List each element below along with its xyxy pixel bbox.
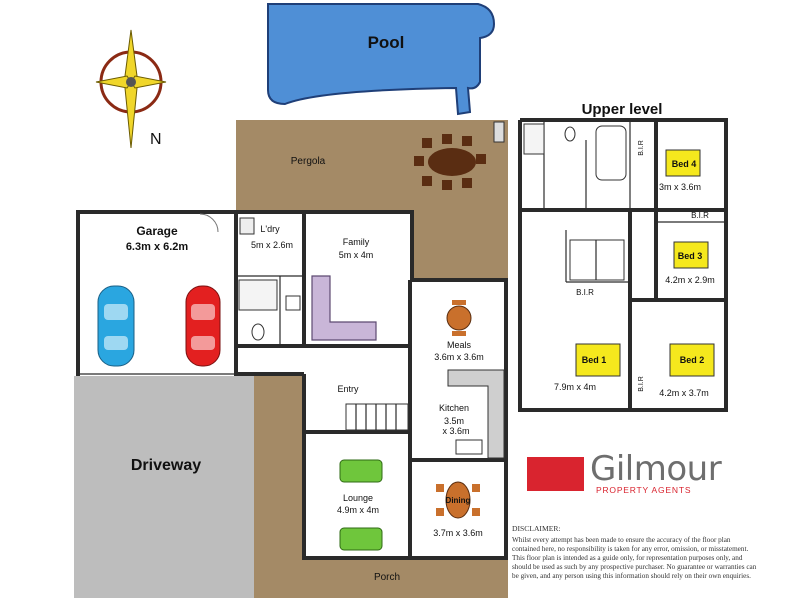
- ground-walls: [76, 210, 508, 560]
- entry-name: Entry: [337, 384, 359, 394]
- bir-label-middle: B.I.R: [576, 288, 594, 297]
- porch-label: Porch: [374, 572, 400, 583]
- laundry-name: L'dry: [260, 224, 280, 234]
- upper-stairs: [569, 239, 625, 281]
- kitchen-size-line2: x 3.6m: [442, 426, 469, 436]
- garage-door-swing: [199, 213, 219, 233]
- family-name: Family: [343, 237, 370, 247]
- disclaimer-text: Whilst every attempt has been made to en…: [512, 536, 757, 580]
- pool-label: Pool: [368, 33, 405, 52]
- bed4-name: Bed 4: [672, 159, 697, 169]
- lounge-name: Lounge: [343, 493, 373, 503]
- compass-north-label: N: [150, 131, 162, 148]
- hall-room: [236, 346, 306, 374]
- upper-shower: [523, 123, 545, 155]
- disclaimer: DISCLAIMER: Whilst every attempt has bee…: [512, 524, 757, 581]
- laundry-tub: [239, 217, 255, 235]
- stairs: [345, 403, 409, 431]
- compass-rose-icon: [95, 29, 167, 149]
- dining-size: 3.7m x 3.6m: [433, 528, 483, 538]
- upper-bath: [595, 125, 627, 181]
- bed1-size: 7.9m x 4m: [554, 382, 596, 392]
- upper-toilet: [564, 126, 576, 142]
- toilet: [251, 323, 265, 341]
- pergola-label: Pergola: [291, 156, 326, 167]
- kitchen-name: Kitchen: [439, 403, 469, 413]
- bed4-size: 3m x 3.6m: [659, 182, 701, 192]
- driveway-label: Driveway: [131, 457, 201, 474]
- bed3-highlight: [673, 241, 709, 269]
- shower: [238, 279, 278, 311]
- car-blue-icon: [97, 285, 135, 367]
- lounge-sofas-icon: [339, 459, 383, 551]
- kitchen-bench: [447, 369, 505, 459]
- outdoor-table-icon: [414, 134, 486, 190]
- bed2-name: Bed 2: [680, 355, 705, 365]
- sofa-icon: [311, 275, 377, 341]
- bed1-name: Bed 1: [582, 355, 607, 365]
- upper-level-title: Upper level: [582, 101, 663, 118]
- bed3-size: 4.2m x 2.9m: [665, 275, 715, 285]
- disclaimer-title: DISCLAIMER:: [512, 524, 561, 533]
- bir-label-right: B.I.R: [691, 211, 709, 220]
- bbq-icon: [493, 121, 505, 143]
- brand-red-block: [527, 457, 584, 491]
- upper-floor: [518, 118, 728, 412]
- basin: [285, 295, 301, 311]
- brand-tagline: PROPERTY AGENTS: [596, 485, 692, 495]
- bed3-name: Bed 3: [678, 251, 703, 261]
- dining-table-icon: [436, 481, 480, 519]
- brand-logo: Gilmour PROPERTY AGENTS: [527, 449, 727, 495]
- porch-strip: [300, 558, 508, 598]
- bir-label-bottom: B.I.R: [638, 376, 645, 392]
- garage-name: Garage: [136, 224, 178, 238]
- dining-name: Dining: [446, 496, 471, 505]
- driveway-area: [74, 376, 254, 598]
- lounge-size: 4.9m x 4m: [337, 505, 379, 515]
- kitchen-size-line1: 3.5m: [444, 416, 464, 426]
- bed4-highlight: [665, 149, 701, 177]
- laundry-size: 5m x 2.6m: [251, 240, 293, 250]
- brand-name: Gilmour: [590, 449, 722, 489]
- bed2-size: 4.2m x 3.7m: [659, 388, 709, 398]
- car-red-icon: [185, 285, 221, 367]
- meals-size: 3.6m x 3.6m: [434, 352, 484, 362]
- bed1-highlight: [575, 343, 621, 377]
- family-size: 5m x 4m: [339, 250, 374, 260]
- bir-label-top: B.I.R: [638, 140, 645, 156]
- cooktop-icon: [455, 439, 483, 455]
- pool-shape: [267, 3, 496, 116]
- meals-name: Meals: [447, 340, 472, 350]
- garage-size: 6.3m x 6.2m: [126, 241, 189, 253]
- bed2-highlight: [669, 343, 715, 377]
- meals-table-icon: [446, 300, 472, 336]
